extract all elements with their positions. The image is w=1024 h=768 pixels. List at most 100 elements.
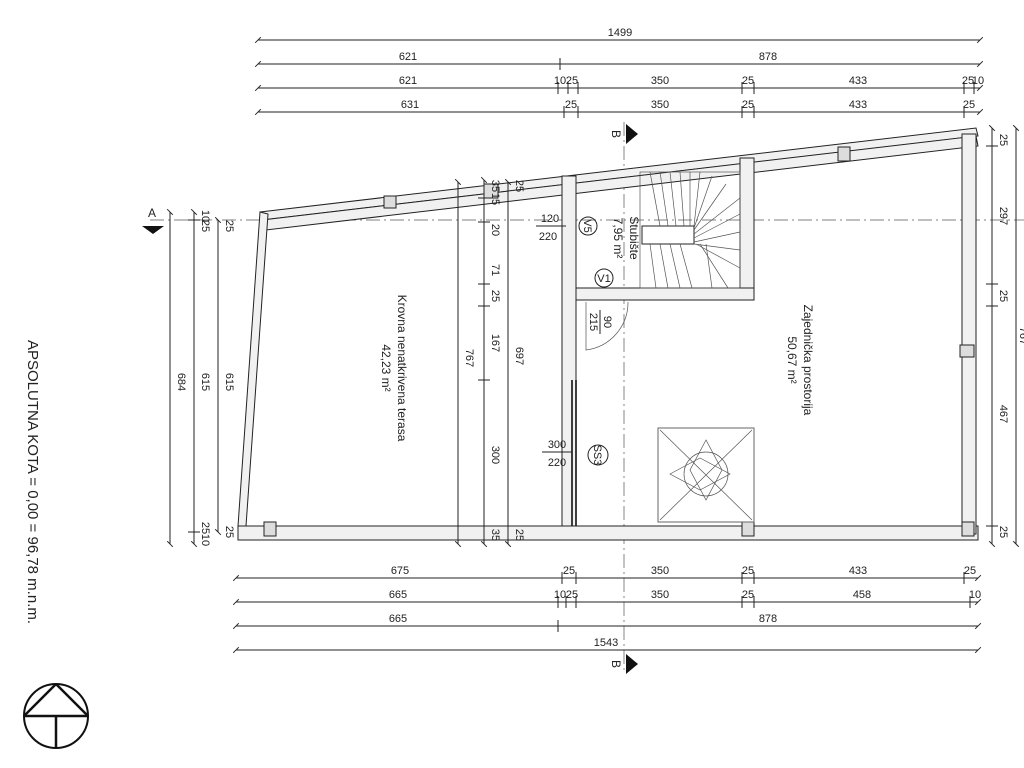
dim-top-25e: 25: [742, 99, 754, 111]
tag-ss3: SS3: [587, 444, 609, 466]
right-dimensions: 25 297 25 467 25 767: [986, 124, 1024, 548]
dim-terrace-767: 767: [463, 349, 475, 367]
dim-top-10b: 10: [972, 75, 984, 87]
room-label-common: Zajednička prostorija 50,67 m²: [785, 305, 815, 416]
svg-text:SS3: SS3: [591, 445, 603, 466]
dim-bot-878: 878: [759, 613, 777, 625]
dim-bot-25d: 25: [566, 589, 578, 601]
window-mark-w2: 300 220: [542, 439, 572, 469]
svg-text:90: 90: [601, 316, 613, 328]
dim-left-25a: 25: [199, 220, 211, 232]
dim-chain-35b: 35: [489, 529, 501, 541]
dim-top-25c: 25: [962, 75, 974, 87]
svg-text:120: 120: [541, 213, 559, 225]
dim-top-10a: 10: [554, 75, 566, 87]
dim-left-10a: 10: [199, 210, 211, 222]
dim-right-297: 297: [997, 207, 1009, 225]
section-marker-b-top: B: [609, 122, 638, 672]
dim-top-621b: 621: [399, 75, 417, 87]
dim-top-621a: 621: [399, 51, 417, 63]
dim-chain-15: 15: [489, 193, 501, 205]
top-dimensions: 1499 621 878 621 10 25 350 25 433 25 10 …: [254, 27, 984, 118]
dim-top-25d: 25: [565, 99, 577, 111]
dim-top-25b: 25: [742, 75, 754, 87]
svg-text:220: 220: [548, 457, 566, 469]
dim-bot-10a: 10: [554, 589, 566, 601]
dim-top-631: 631: [401, 99, 419, 111]
svg-text:B: B: [609, 130, 623, 138]
dim-right-25c: 25: [997, 526, 1009, 538]
dim-bot-675: 675: [391, 565, 409, 577]
svg-text:300: 300: [548, 439, 566, 451]
dim-top-25a: 25: [566, 75, 578, 87]
door-mark: 90 215: [587, 310, 613, 334]
building-outline: [237, 127, 979, 541]
dim-right-767: 767: [1017, 327, 1024, 345]
dim-left-25c: 25: [223, 220, 235, 232]
door-swing: [585, 301, 629, 351]
dim-bot-25c: 25: [964, 565, 976, 577]
terrace-name: Krovna nenatkrivena terasa: [395, 295, 409, 442]
dim-bot-350a: 350: [651, 565, 669, 577]
dim-left-10b: 10: [199, 534, 211, 546]
dim-chain-35a: 35: [489, 180, 501, 192]
north-arrow-icon: [23, 683, 89, 749]
dim-top-350b: 350: [651, 99, 669, 111]
terrace-area: 42,23 m²: [379, 344, 393, 391]
dim-left-684: 684: [175, 373, 187, 391]
svg-text:V1: V1: [597, 273, 610, 285]
tag-v1: V1: [594, 268, 614, 288]
dim-left-25d: 25: [223, 526, 235, 538]
dim-top-433b: 433: [849, 99, 867, 111]
stair-name: Stubište: [627, 216, 641, 260]
room-label-stair: Stubište 7,95 m²: [611, 216, 641, 260]
staircase: [639, 171, 741, 289]
dim-chain-71: 71: [489, 264, 501, 276]
dim-bot-25b: 25: [742, 565, 754, 577]
dim-left-615a: 615: [199, 373, 211, 391]
dim-chain-20: 20: [489, 224, 501, 236]
dim-top-350a: 350: [651, 75, 669, 87]
dim-bot-665b: 665: [389, 613, 407, 625]
dim-bot-433: 433: [849, 565, 867, 577]
dim-top-878a: 878: [759, 51, 777, 63]
ventilation-unit-symbol: [657, 427, 755, 523]
tag-v5: V5: [578, 216, 598, 236]
dim-terrace-25a: 25: [513, 180, 525, 192]
dim-right-25b: 25: [997, 290, 1009, 302]
common-name: Zajednička prostorija: [801, 305, 815, 416]
dim-chain-25: 25: [489, 290, 501, 302]
room-label-terrace: Krovna nenatkrivena terasa 42,23 m²: [379, 295, 409, 442]
dim-bot-458: 458: [853, 589, 871, 601]
left-dimensions: 684 615 10 25 25 10 615 25 25: [166, 208, 235, 548]
dim-top-1499: 1499: [608, 27, 632, 39]
terrace-dimensions: 767 35 15 20 71 25 167 300 35 697 25 25: [454, 176, 525, 548]
dim-bot-25e: 25: [742, 589, 754, 601]
dim-bot-25a: 25: [563, 565, 575, 577]
window-mark-w1: 120 220: [536, 213, 566, 243]
bottom-dimensions: 675 25 350 25 433 25 665 10 25 350 25 45…: [232, 565, 982, 654]
dim-chain-300: 300: [489, 446, 501, 464]
elevation-note: APSOLUTNA KOTA = 0,00 = 96,78 m.n.m.: [24, 340, 41, 624]
dim-top-433a: 433: [849, 75, 867, 87]
svg-text:220: 220: [539, 231, 557, 243]
svg-text:A: A: [148, 206, 156, 220]
dim-terrace-25b: 25: [513, 529, 525, 541]
dim-bot-665a: 665: [389, 589, 407, 601]
dim-left-615b: 615: [223, 373, 235, 391]
dim-bot-10b: 10: [969, 589, 981, 601]
section-marker-b-bottom: B: [609, 654, 638, 674]
dim-bot-1543: 1543: [594, 637, 618, 649]
stair-area: 7,95 m²: [611, 218, 625, 259]
svg-text:215: 215: [587, 313, 599, 331]
dim-bot-350b: 350: [651, 589, 669, 601]
svg-text:B: B: [609, 660, 623, 668]
dim-chain-167: 167: [489, 334, 501, 352]
dim-left-25b: 25: [199, 522, 211, 534]
dim-right-25a: 25: [997, 134, 1009, 146]
common-area: 50,67 m²: [785, 336, 799, 383]
dim-top-25f: 25: [963, 99, 975, 111]
dim-right-467: 467: [997, 405, 1009, 423]
dim-terrace-697: 697: [513, 347, 525, 365]
